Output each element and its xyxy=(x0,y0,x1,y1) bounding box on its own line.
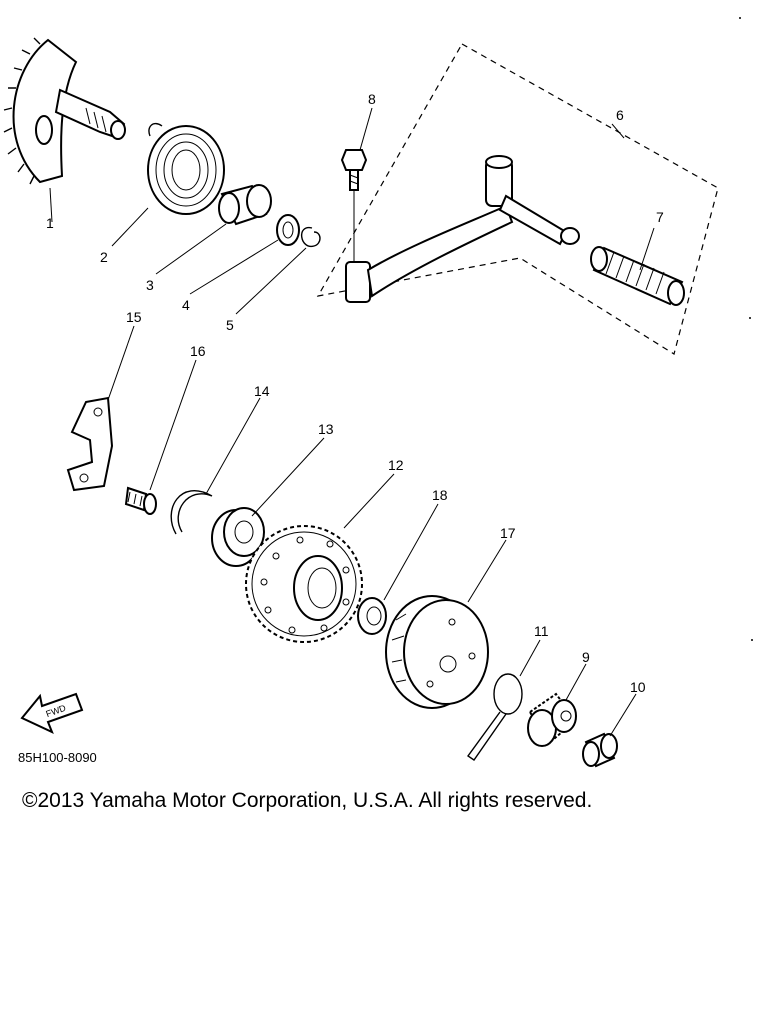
part-12-ratchet-gear xyxy=(245,525,363,643)
exploded-parts-diagram: 1 2 3 4 5 6 7 8 9 10 11 12 13 14 15 16 1… xyxy=(3,17,753,768)
label-part-2: 2 xyxy=(100,249,108,265)
forward-arrow-icon: FWD xyxy=(20,692,84,734)
label-part-5: 5 xyxy=(226,317,234,333)
part-14-circlip xyxy=(170,490,213,535)
label-part-3: 3 xyxy=(146,277,154,293)
part-8-bolt xyxy=(340,149,368,264)
label-part-9: 9 xyxy=(582,649,590,665)
part-5-circlip xyxy=(301,227,321,247)
label-part-7: 7 xyxy=(656,209,664,225)
part-4-washer xyxy=(276,214,300,246)
label-part-8: 8 xyxy=(368,91,376,107)
part-6-kick-crank xyxy=(345,155,580,303)
part-7-kick-rubber xyxy=(590,246,685,306)
part-16-screw xyxy=(124,486,157,515)
copyright-notice: ©2013 Yamaha Motor Corporation, U.S.A. A… xyxy=(22,789,593,812)
label-part-6: 6 xyxy=(616,107,624,123)
label-part-18: 18 xyxy=(432,487,448,503)
part-17-ratchet-housing xyxy=(385,595,489,709)
label-part-14: 14 xyxy=(254,383,270,399)
part-3-collar xyxy=(218,184,272,226)
part-2-torsion-spring xyxy=(147,122,225,215)
part-15-holder-plate xyxy=(66,396,114,492)
label-part-12: 12 xyxy=(388,457,404,473)
label-part-4: 4 xyxy=(182,297,190,313)
scan-marks xyxy=(739,17,753,641)
label-part-15: 15 xyxy=(126,309,142,325)
part-13-bearing xyxy=(211,507,265,567)
part-1-kick-axle xyxy=(3,37,126,185)
label-part-10: 10 xyxy=(630,679,646,695)
part-11-spring-clip xyxy=(467,673,523,761)
label-part-1: 1 xyxy=(46,215,54,231)
part-10-collar xyxy=(582,732,618,768)
label-part-16: 16 xyxy=(190,343,206,359)
label-part-13: 13 xyxy=(318,421,334,437)
part-9-pinion-gear xyxy=(527,692,578,747)
part-6-assembly-boundary xyxy=(316,43,719,355)
label-part-17: 17 xyxy=(500,525,516,541)
part-18-washer xyxy=(357,597,387,635)
leader-lines xyxy=(49,107,655,737)
part-number-labels: 1 2 3 4 5 6 7 8 9 10 11 12 13 14 15 16 1… xyxy=(46,91,664,695)
label-part-11: 11 xyxy=(534,623,549,639)
diagram-code: 85H100-8090 xyxy=(18,750,97,765)
